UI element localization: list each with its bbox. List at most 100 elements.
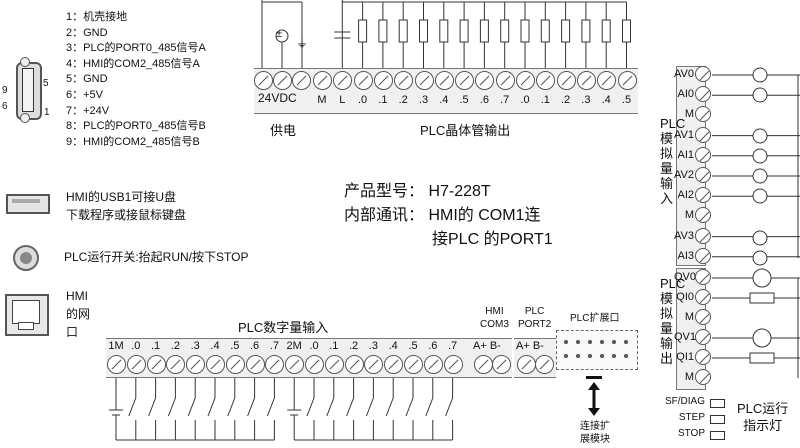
expansion-note: 连接扩展模块 [580, 421, 610, 445]
expansion-title: PLC扩展口 [570, 313, 620, 324]
db9-label-9: 9 [2, 85, 8, 96]
digital-input-terminal-label: .6 [428, 340, 438, 352]
pin-list-item: 1：机壳接地 [66, 11, 128, 23]
db9-label-6: 6 [2, 101, 8, 112]
terminal-screw [695, 167, 711, 183]
expansion-pin [624, 340, 628, 344]
digital-input-terminal-label: .2 [349, 340, 359, 352]
terminal-screw [516, 71, 535, 90]
pin-list-item: 6：+5V [66, 88, 103, 101]
analog-input-terminal-label: AI3 [677, 249, 694, 262]
terminal-screw [254, 71, 273, 90]
transistor-output-terminal-label: .0 [358, 94, 368, 106]
terminal-screw [434, 71, 454, 90]
terminal-screw [423, 355, 443, 374]
expansion-pin [576, 354, 580, 358]
transistor-output-terminal-label: .1 [540, 94, 550, 106]
product-model: 产品型号： H7-228T [344, 183, 491, 200]
digital-input-terminal-label: .0 [309, 340, 319, 352]
terminal-screw [695, 106, 711, 123]
digital-input-terminal-label: .3 [368, 340, 378, 352]
expansion-pin [600, 354, 604, 358]
transistor-output-terminal-label: .2 [561, 94, 571, 106]
usb-description: HMI的USB1可接U盘下载程序或接鼠标键盘 [66, 190, 187, 222]
digital-input-terminal-label: .6 [250, 340, 260, 352]
transistor-output-terminal-label: .7 [500, 94, 510, 106]
analog-input-terminal-label: AV0 [674, 68, 694, 80]
terminal-screw [414, 71, 434, 90]
terminal-screw [394, 71, 414, 90]
pin-list-item: 3：PLC的PORT0_485信号A [66, 42, 206, 55]
led-item-label: STEP [678, 412, 705, 423]
terminal-screw [695, 329, 711, 345]
terminal-screw [364, 355, 384, 374]
internal-comm-line2: 接PLC 的PORT1 [432, 231, 553, 248]
db9-pin-area [22, 68, 34, 112]
digital-input-terminal-label: 2M [286, 340, 302, 352]
led-indicator-icon [710, 399, 725, 408]
hmi-com3-terminals: A+ B- [473, 340, 501, 352]
terminal-screw [492, 355, 511, 374]
terminal-screw [146, 355, 166, 374]
terminal-screw [695, 126, 711, 143]
transistor-output-terminal-label: .1 [378, 94, 388, 106]
terminal-screw [285, 355, 305, 374]
terminal-screw [576, 71, 596, 90]
terminal-screw [313, 71, 332, 90]
terminal-screw [695, 289, 711, 305]
digital-input-terminal-label: .5 [230, 340, 240, 352]
expansion-pin [564, 354, 568, 358]
analog-input-terminal-label: AV3 [674, 229, 694, 242]
db9-screw-icon [20, 113, 30, 123]
analog-input-terminal-label: M [684, 209, 694, 222]
analog-input-terminal-label: AV2 [674, 169, 694, 181]
digital-input-terminal-label: .2 [170, 340, 180, 352]
usb-slot [12, 199, 40, 203]
digital-input-terminal-label: .4 [388, 340, 398, 352]
analog-input-terminal-label: AI1 [677, 148, 694, 161]
terminal-screw [695, 187, 711, 204]
analog-output-label: PLC模拟量输出 [660, 276, 686, 366]
transistor-output-terminal-label: .4 [439, 94, 449, 106]
digital-input-terminal-label: .5 [408, 340, 418, 352]
terminal-screw [695, 349, 711, 365]
terminal-screw [695, 309, 711, 325]
expansion-pin [612, 354, 616, 358]
expansion-pin [576, 340, 580, 344]
power-label: 供电 [270, 123, 297, 138]
pin-list-item: 4：HMI的COM2_485信号A [66, 57, 200, 70]
analog-output-terminal-label: QI0 [676, 291, 694, 303]
terminal-screw [166, 355, 186, 374]
terminal-screw [597, 71, 617, 90]
terminal-screw [265, 355, 285, 374]
expansion-pin [564, 340, 568, 344]
terminal-screw [517, 355, 536, 374]
led-indicator-icon [710, 431, 725, 440]
expansion-port [556, 330, 638, 370]
analog-input-label: PLC模拟量输入 [660, 116, 686, 206]
pin-list-item: 5：GND [66, 73, 108, 86]
digital-input-terminal-label: .0 [131, 340, 141, 352]
terminal-screw [536, 71, 556, 90]
plc-port2-terminals: A+ B- [516, 340, 544, 352]
run-switch-icon [13, 245, 39, 271]
digital-input-label: PLC数字量输入 [238, 320, 329, 335]
ethernet-socket [12, 300, 40, 324]
terminal-screw [305, 355, 324, 374]
analog-output-terminal-label: M [684, 311, 694, 323]
db9-screw-icon [20, 57, 30, 67]
expansion-pin [624, 354, 628, 358]
terminal-screw [126, 355, 146, 374]
terminal-screw [353, 71, 373, 90]
transistor-output-terminal-label: M [317, 94, 327, 106]
transistor-output-label: PLC晶体管输出 [420, 123, 511, 138]
transistor-output-terminal-label: .5 [459, 94, 469, 106]
digital-input-terminal-label: .1 [151, 340, 161, 352]
terminal-screw [695, 66, 711, 82]
terminal-screw [404, 355, 423, 374]
terminal-screw [695, 146, 711, 163]
terminal-screw [107, 355, 126, 374]
product-info: 产品型号： H7-228T 内部通讯： HMI的 COM1连 接PLC 的POR… [344, 180, 553, 252]
